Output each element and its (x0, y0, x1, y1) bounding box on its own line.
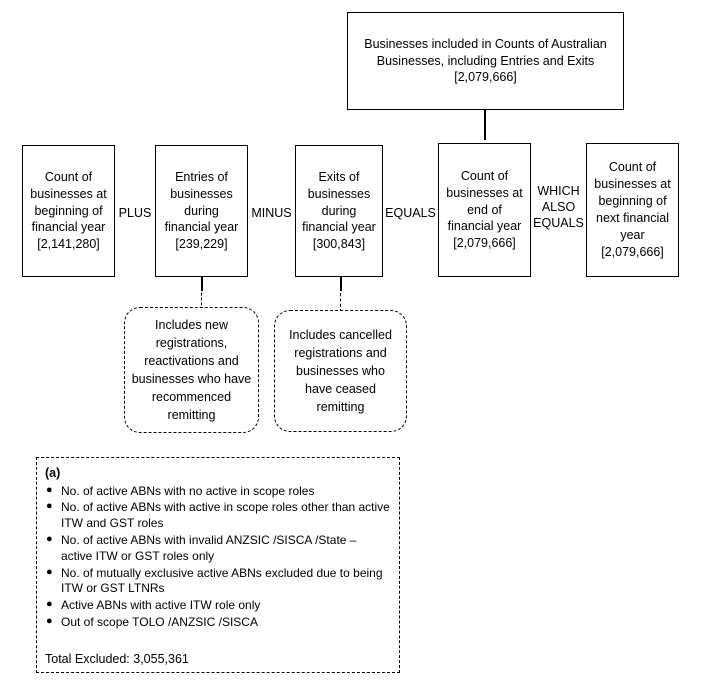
footnote-item-text: No. of active ABNs with active in scope … (61, 500, 390, 531)
operator-which-also-equals: WHICH ALSO EQUALS (531, 183, 586, 231)
connector-exits-solid-stub (340, 277, 342, 291)
note-exits-line3: businesses who (296, 363, 385, 378)
box-exits-line4: financial year (302, 220, 376, 235)
box-end-line2: businesses at (446, 185, 523, 200)
box-exits-during-financial-year: Exits of businesses during financial yea… (295, 145, 383, 277)
box-end-line4: financial year (447, 219, 522, 234)
note-entries-line5: recommenced (151, 390, 232, 405)
note-entries-text: Includes new registrations, reactivation… (125, 316, 258, 425)
box-beginning-of-next-financial-year: Count of businesses at beginning of next… (586, 143, 679, 277)
box-next-text: Count of businesses at beginning of next… (587, 159, 678, 260)
note-entries-line4: businesses who have (131, 372, 252, 386)
box-beginning-line3: beginning of (34, 203, 103, 218)
footnote-item: ● Active ABNs with active ITW role only (45, 598, 391, 614)
box-entries-during-financial-year: Entries of businesses during financial y… (155, 145, 248, 277)
footnote-item: ● No. of active ABNs with active in scop… (45, 500, 391, 532)
operator-equals: EQUALS (385, 206, 436, 220)
note-exits-text: Includes cancelled registrations and bus… (275, 326, 406, 417)
box-entries-line3: during (184, 203, 219, 218)
footnote-item-text: No. of active ABNs with invalid ANZSIC /… (61, 532, 357, 563)
note-entries-line1: Includes new (155, 317, 228, 332)
box-exits-text: Exits of businesses during financial yea… (296, 169, 382, 253)
footnote-box: (a) ● No. of active ABNs with no active … (36, 457, 400, 673)
footnote-item: ● Out of scope TOLO /ANZSIC /SISCA (45, 615, 391, 631)
box-exits-line3: during (321, 203, 357, 218)
box-beginning-line4: financial year (31, 220, 106, 235)
box-beginning-line1: Count of (44, 169, 93, 184)
operator-minus: MINUS (251, 206, 292, 220)
footnote-item: ● No. of active ABNs with invalid ANZSIC… (45, 533, 391, 565)
title-box: Businesses included in Counts of Austral… (347, 12, 624, 110)
box-next-line1: Count of (608, 160, 657, 175)
note-exits-line1: Includes cancelled (289, 327, 392, 342)
connector-exits-to-note (340, 288, 341, 312)
footnote-item-text: Active ABNs with active ITW role only (61, 598, 261, 613)
box-entries-value: [239,229] (175, 237, 228, 252)
note-entries-line3: reactivations and (144, 353, 239, 368)
operator-plus: PLUS (118, 206, 152, 220)
footnote-item-text: No. of mutually exclusive active ABNs ex… (61, 565, 383, 596)
box-end-line1: Count of (460, 168, 509, 183)
box-end-text: Count of businesses at end of financial … (439, 168, 530, 252)
box-exits-line1: Exits of (318, 169, 360, 184)
note-entries: Includes new registrations, reactivation… (124, 307, 259, 433)
title-box-line1: Businesses included in Counts of Austral… (364, 36, 607, 51)
bullet-icon: ● (46, 565, 53, 578)
title-box-line2: Businesses, including Entries and Exits (376, 53, 595, 68)
box-next-line3: beginning of (598, 194, 667, 209)
connector-entries-solid-stub (201, 277, 203, 291)
box-beginning-of-financial-year: Count of businesses at beginning of fina… (22, 145, 115, 277)
operator-which-line2: ALSO (541, 200, 576, 214)
box-beginning-value: [2,141,280] (37, 237, 100, 252)
footnote-total: Total Excluded: 3,055,361 (45, 651, 189, 666)
note-exits-line2: registrations and (294, 345, 387, 360)
bullet-icon: ● (46, 483, 53, 496)
footnote-item: ● No. of mutually exclusive active ABNs … (45, 566, 391, 598)
box-exits-line2: businesses (307, 186, 371, 201)
bullet-icon: ● (46, 500, 53, 513)
title-box-value: [2,079,666] (454, 70, 517, 85)
box-next-line5: year (620, 227, 645, 242)
operator-which-line1: WHICH (537, 184, 580, 198)
box-end-line3: end of (467, 202, 502, 217)
note-exits-line5: remitting (316, 400, 365, 415)
connector-title-to-end-box (484, 110, 486, 140)
box-beginning-text: Count of businesses at beginning of fina… (23, 169, 114, 253)
box-entries-line4: financial year (164, 220, 239, 235)
box-end-of-financial-year: Count of businesses at end of financial … (438, 143, 531, 277)
bullet-icon: ● (46, 598, 53, 611)
footnote-item-text: No. of active ABNs with no active in sco… (61, 483, 315, 498)
box-entries-text: Entries of businesses during financial y… (156, 169, 247, 253)
bullet-icon: ● (46, 532, 53, 545)
box-next-line4: next financial (596, 211, 669, 225)
box-beginning-line2: businesses at (30, 186, 107, 201)
box-exits-value: [300,843] (312, 237, 366, 252)
note-entries-line2: registrations, (155, 335, 228, 350)
box-entries-line1: Entries of (175, 169, 228, 184)
operator-which-line3: EQUALS (533, 216, 584, 230)
footnote-item: ● No. of active ABNs with no active in s… (45, 484, 391, 500)
connector-entries-to-note (201, 288, 202, 310)
footnote-item-text: Out of scope TOLO /ANZSIC /SISCA (61, 615, 258, 630)
note-exits: Includes cancelled registrations and bus… (274, 310, 407, 432)
box-next-line2: businesses at (594, 177, 671, 192)
box-end-value: [2,079,666] (453, 236, 516, 251)
footnote-label: (a) (45, 466, 61, 480)
footnote-list: ● No. of active ABNs with no active in s… (45, 484, 391, 631)
note-entries-line6: remitting (167, 408, 216, 423)
note-exits-line4: have ceased (305, 382, 376, 397)
bullet-icon: ● (46, 615, 53, 628)
box-entries-line2: businesses (170, 186, 233, 201)
box-next-value: [2,079,666] (601, 244, 664, 259)
title-box-text: Businesses included in Counts of Austral… (348, 36, 623, 87)
